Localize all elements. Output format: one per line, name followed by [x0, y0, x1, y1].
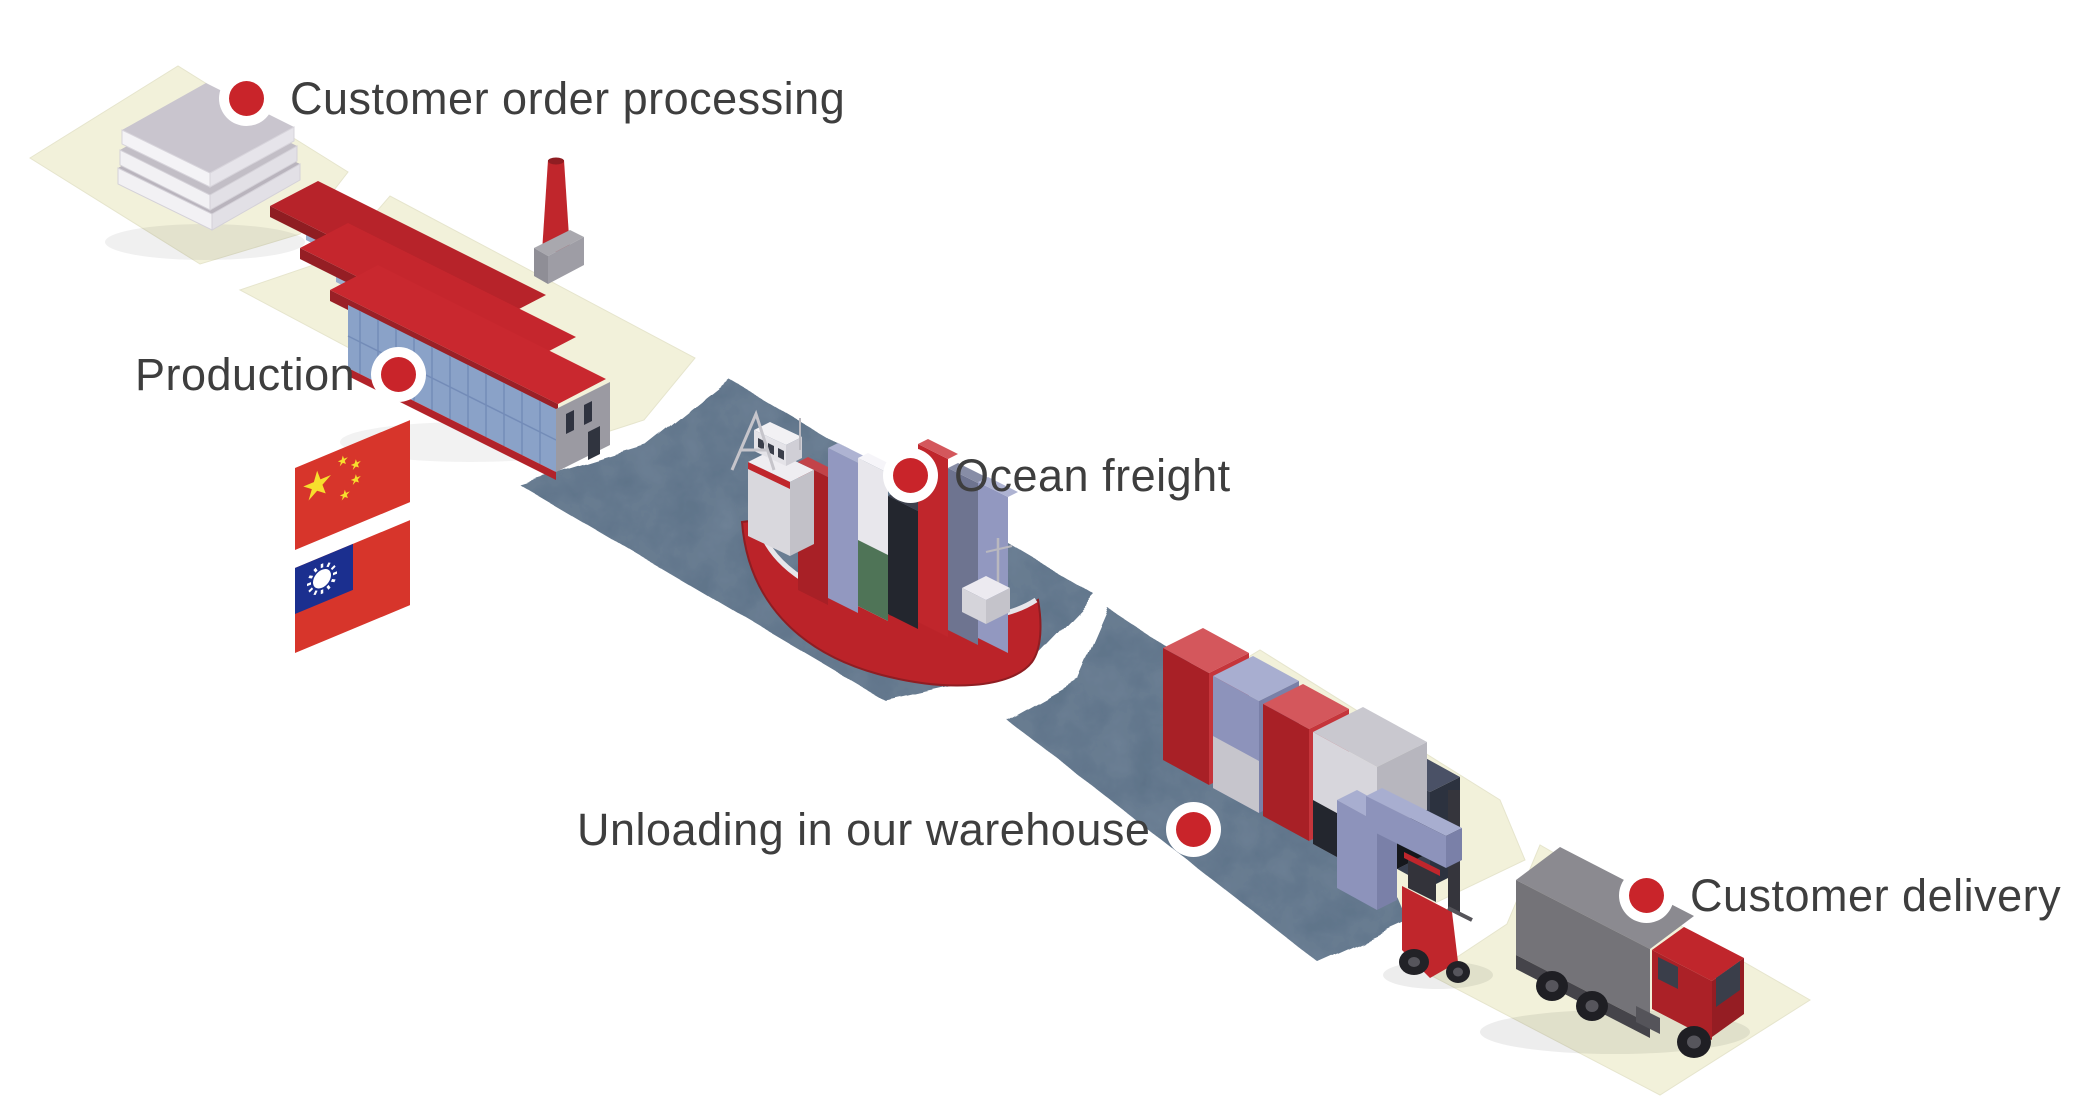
step-dot [1629, 878, 1664, 914]
step-label-customer-order-processing: Customer order processing [229, 74, 845, 124]
step-label-text: Ocean freight [954, 450, 1231, 501]
step-label-text: Customer order processing [290, 73, 846, 124]
svg-text:★: ★ [350, 470, 362, 490]
step-label-text: Unloading in our warehouse [577, 804, 1151, 855]
forklift [1366, 788, 1493, 989]
svg-text:★: ★ [337, 451, 349, 471]
document-stack [105, 83, 305, 260]
step-dot [1176, 812, 1212, 848]
step-label-customer-delivery: Customer delivery [1629, 871, 2061, 921]
step-label-unloading-warehouse: Unloading in our warehouse [577, 804, 1212, 855]
china-flag: ★ ★ ★ ★ ★ [295, 420, 410, 550]
step-dot [893, 458, 928, 494]
svg-text:★: ★ [350, 455, 362, 475]
ship-stern [962, 538, 1013, 624]
delivery-truck [1480, 847, 1750, 1058]
container-ship [730, 409, 1042, 687]
step-label-production: Production [135, 349, 417, 400]
ship-bridge [730, 409, 814, 556]
step-label-ocean-freight: Ocean freight [893, 451, 1231, 501]
taiwan-flag [295, 520, 410, 653]
svg-text:★: ★ [339, 485, 351, 505]
step-label-text: Production [135, 349, 356, 400]
step-dot [229, 81, 264, 117]
step-label-text: Customer delivery [1690, 870, 2062, 921]
step-dot [381, 357, 417, 393]
